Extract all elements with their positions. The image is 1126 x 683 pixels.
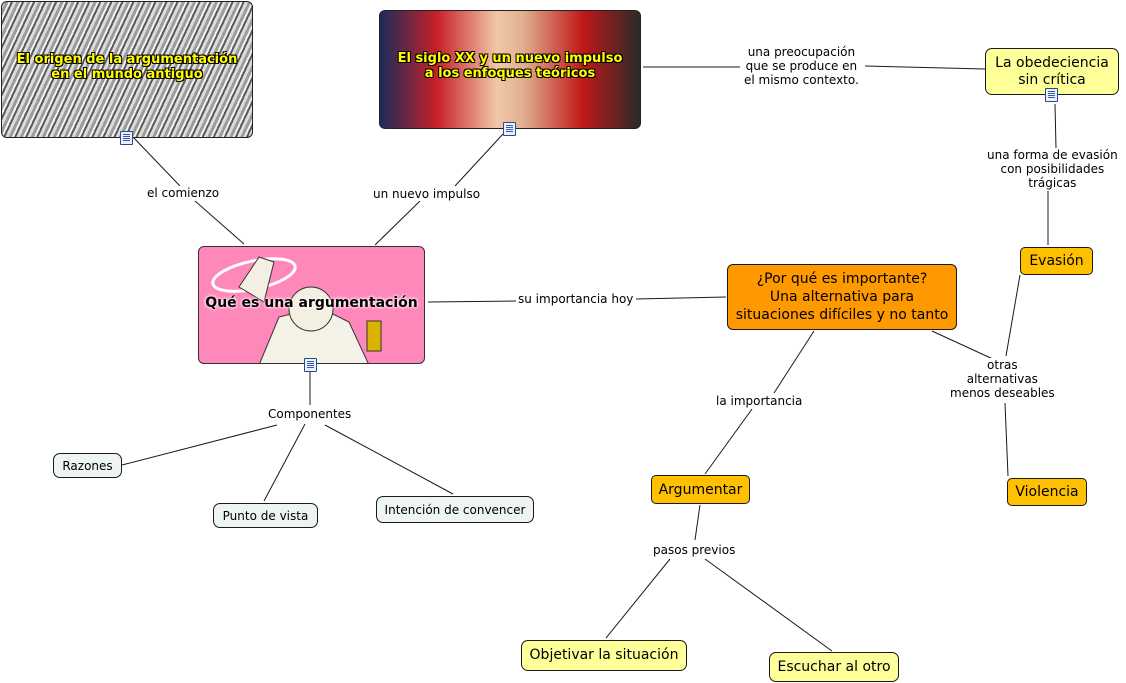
node-objetivar-situacion[interactable]: Objetivar la situación	[521, 640, 687, 671]
doc-icon[interactable]	[304, 358, 317, 372]
edge	[1004, 402, 1009, 477]
edge	[324, 424, 454, 495]
node-escuchar-otro[interactable]: Escuchar al otro	[769, 652, 899, 682]
link-label-la-importancia: la importancia	[714, 394, 805, 408]
edge	[374, 200, 421, 246]
node-siglo-xx-title: El siglo XX y un nuevo impulso a los enf…	[397, 51, 623, 81]
edge	[931, 330, 996, 361]
doc-icon[interactable]	[503, 122, 516, 136]
edge	[427, 300, 517, 303]
node-origen-title: El origen de la argumentación en el mund…	[16, 52, 238, 82]
edge	[704, 558, 833, 652]
edge	[605, 558, 671, 639]
doc-icon[interactable]	[120, 131, 133, 145]
edge	[704, 408, 753, 475]
caricature-illustration	[211, 256, 382, 363]
link-label-componentes: Componentes	[266, 407, 354, 421]
node-evasion[interactable]: Evasión	[1020, 247, 1093, 275]
edge	[694, 504, 701, 541]
link-label-otras-alternativas: otras alternativas menos deseables	[948, 358, 1057, 400]
link-label-preocupacion: una preocupación que se produce en el mi…	[742, 45, 861, 87]
node-obediencia[interactable]: La obedeciencia sin crítica	[985, 48, 1119, 95]
link-label-nuevo-impulso: un nuevo impulso	[371, 187, 483, 201]
node-origen[interactable]: El origen de la argumentación en el mund…	[1, 1, 253, 138]
node-que-es[interactable]: Qué es una argumentación	[198, 246, 425, 364]
edge	[1005, 274, 1021, 357]
edge	[635, 296, 727, 300]
edge	[132, 136, 181, 187]
link-label-forma-evasion: una forma de evasión con posibilidades t…	[985, 148, 1120, 190]
edge	[121, 424, 278, 466]
edge	[263, 423, 306, 502]
node-razones[interactable]: Razones	[53, 453, 122, 478]
edge	[864, 65, 986, 70]
node-intencion-convencer[interactable]: Intención de convencer	[376, 496, 534, 523]
node-violencia[interactable]: Violencia	[1007, 478, 1087, 506]
edge	[1054, 103, 1057, 149]
node-siglo-xx[interactable]: El siglo XX y un nuevo impulso a los enf…	[379, 10, 641, 129]
node-punto-de-vista[interactable]: Punto de vista	[213, 503, 318, 528]
doc-icon[interactable]	[1045, 88, 1058, 102]
node-argumentar[interactable]: Argumentar	[651, 475, 750, 504]
edge	[454, 133, 504, 187]
node-por-que-importante[interactable]: ¿Por qué es importante? Una alternativa …	[727, 264, 957, 330]
edge	[194, 200, 245, 245]
link-label-el-comienzo: el comienzo	[145, 186, 222, 200]
link-label-pasos-previos: pasos previos	[651, 543, 738, 557]
link-label-importancia-hoy: su importancia hoy	[516, 292, 636, 306]
node-que-es-title: Qué es una argumentación	[205, 295, 418, 311]
edge	[773, 330, 815, 394]
